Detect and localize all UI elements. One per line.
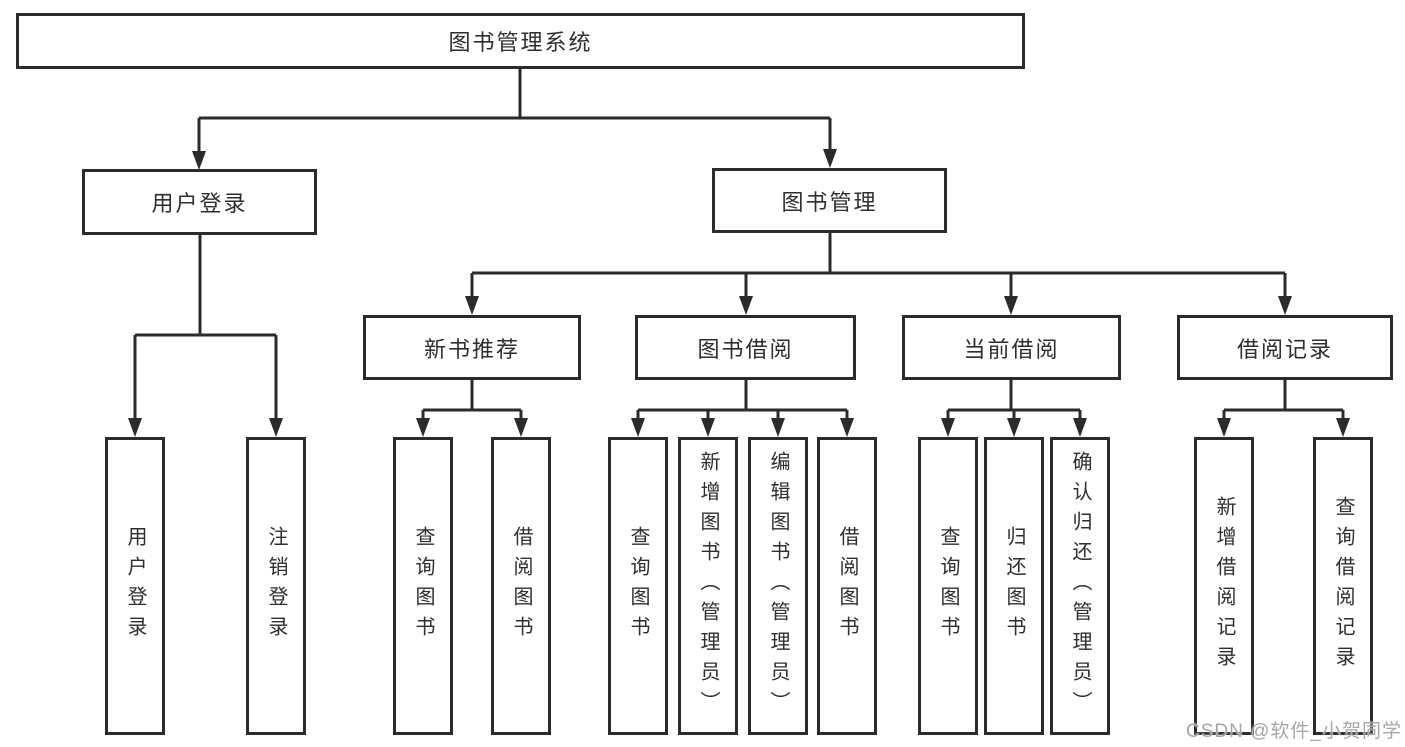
node-book-management: 图书管理	[712, 168, 947, 233]
leaf-confirm-return-admin: 确认归还（管理员）	[1050, 437, 1110, 735]
arrowheads	[128, 149, 1350, 437]
leaf-edit-books-admin: 编辑图书（管理员）	[748, 437, 808, 735]
leaf-query-books-borrow: 查询图书	[608, 437, 668, 735]
node-borrowing-records: 借阅记录	[1177, 315, 1393, 380]
node-user-login: 用户登录	[82, 169, 317, 235]
leaf-query-borrow-record: 查询借阅记录	[1313, 437, 1373, 735]
leaf-borrow-books-newrec: 借阅图书	[491, 437, 551, 735]
node-book-borrowing: 图书借阅	[635, 315, 856, 380]
leaf-query-books-newrec: 查询图书	[393, 437, 453, 735]
node-new-book-recommendation: 新书推荐	[363, 315, 581, 380]
leaf-user-login: 用户登录	[105, 437, 165, 735]
csdn-watermark: CSDN @软件_小贺同学	[1186, 721, 1402, 742]
leaf-add-books-admin: 新增图书（管理员）	[678, 437, 738, 735]
node-current-borrowing: 当前借阅	[902, 315, 1121, 380]
leaf-borrow-books: 借阅图书	[817, 437, 877, 735]
node-library-management-system: 图书管理系统	[16, 13, 1025, 69]
leaf-logout-login: 注销登录	[246, 437, 306, 735]
leaf-query-books-current: 查询图书	[918, 437, 978, 735]
leaf-add-borrow-record: 新增借阅记录	[1194, 437, 1254, 735]
leaf-return-books: 归还图书	[984, 437, 1044, 735]
